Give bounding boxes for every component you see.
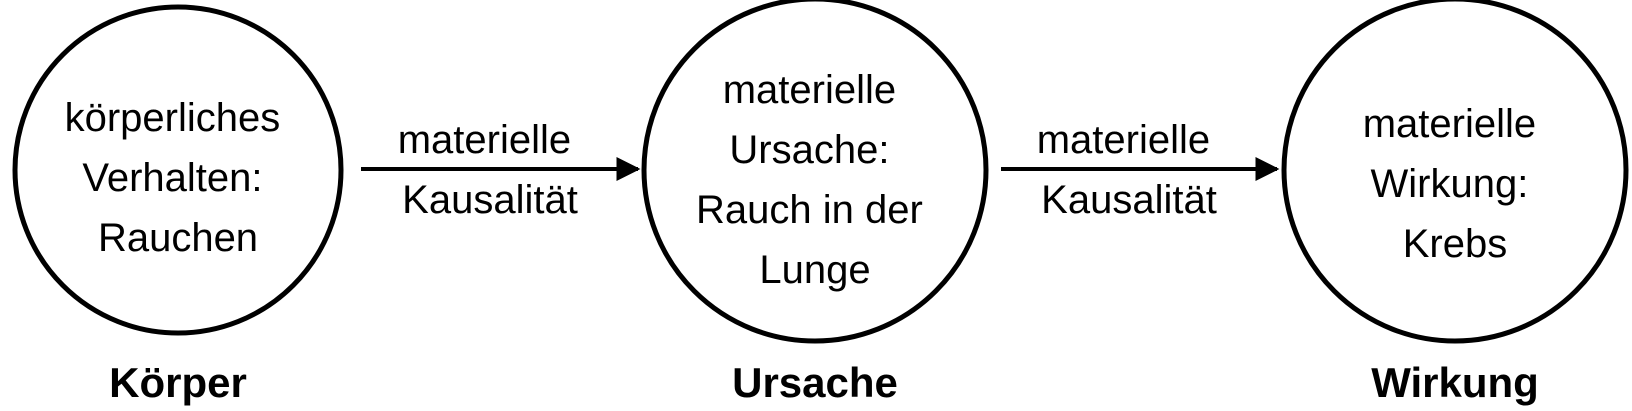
edge-koerper-to-ursache: materielle Kausalität [361,118,641,222]
node-koerper-circle [12,4,344,336]
node-wirkung-label: materielle Wirkung: Krebs [1363,102,1548,266]
edge-1-line: Kausalität [402,178,578,222]
node-ursache-circle [641,0,989,344]
node-wirkung-line: materielle [1363,102,1536,146]
edge-2-label: materielle Kausalität [1037,118,1222,222]
node-wirkung-line: Krebs [1403,222,1508,266]
node-koerper-line: körperliches [65,96,281,140]
node-wirkung-line: Wirkung: [1371,162,1529,206]
node-ursache-line: Rauch in der [696,188,923,232]
node-ursache-line: Lunge [759,248,870,292]
node-koerper-line: Rauchen [98,216,258,260]
node-koerper: körperliches Verhalten: Rauchen Körper [12,4,344,406]
caption-ursache: Ursache [732,359,898,406]
node-wirkung: materielle Wirkung: Krebs Wirkung [1281,0,1629,406]
edge-2-line: Kausalität [1041,178,1217,222]
node-ursache-label: materielle Ursache: Rauch in der Lunge [696,68,934,292]
caption-koerper: Körper [109,359,247,406]
node-ursache-line: Ursache: [729,128,889,172]
edge-1-label: materielle Kausalität [398,118,583,222]
node-ursache: materielle Ursache: Rauch in der Lunge U… [641,0,989,406]
node-ursache-line: materielle [723,68,896,112]
caption-wirkung: Wirkung [1371,359,1539,406]
node-koerper-line: Verhalten: [82,156,262,200]
edge-1-line: materielle [398,118,571,162]
edge-ursache-to-wirkung: materielle Kausalität [1001,118,1280,222]
edge-2-line: materielle [1037,118,1210,162]
node-wirkung-circle [1281,0,1629,344]
node-koerper-label: körperliches Verhalten: Rauchen [65,96,292,260]
